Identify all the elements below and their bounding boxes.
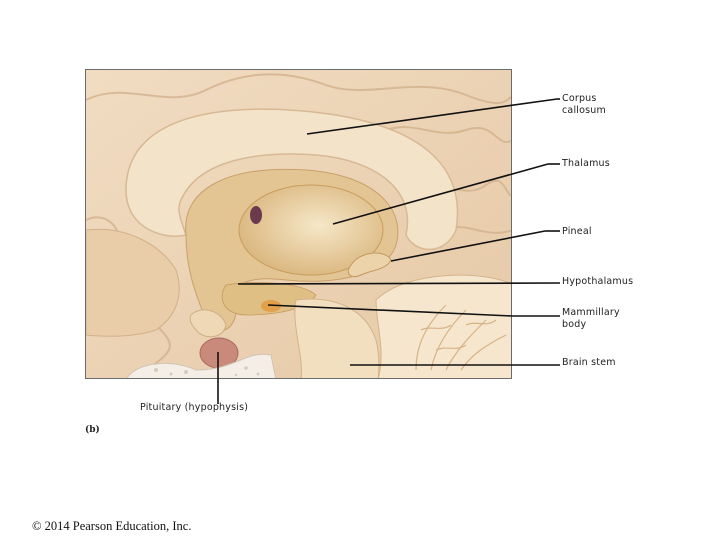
leader-mammillary-body [268, 305, 512, 316]
panel-letter: (b) [85, 425, 100, 435]
label-mammillary-body: Mammillary body [562, 307, 628, 331]
label-pineal: Pineal [562, 226, 592, 238]
leader-hypothalamus [238, 283, 560, 284]
label-corpus-callosum: Corpus callosum [562, 93, 622, 117]
label-thalamus: Thalamus [562, 158, 610, 170]
copyright-notice: © 2014 Pearson Education, Inc. [32, 519, 191, 534]
label-brain-stem: Brain stem [562, 357, 616, 369]
leader-corpus-callosum [307, 99, 557, 134]
leader-thalamus [333, 164, 548, 224]
label-hypothalamus: Hypothalamus [562, 276, 633, 288]
label-pituitary: Pituitary (hypophysis) [140, 402, 248, 414]
leader-pineal [391, 231, 545, 261]
